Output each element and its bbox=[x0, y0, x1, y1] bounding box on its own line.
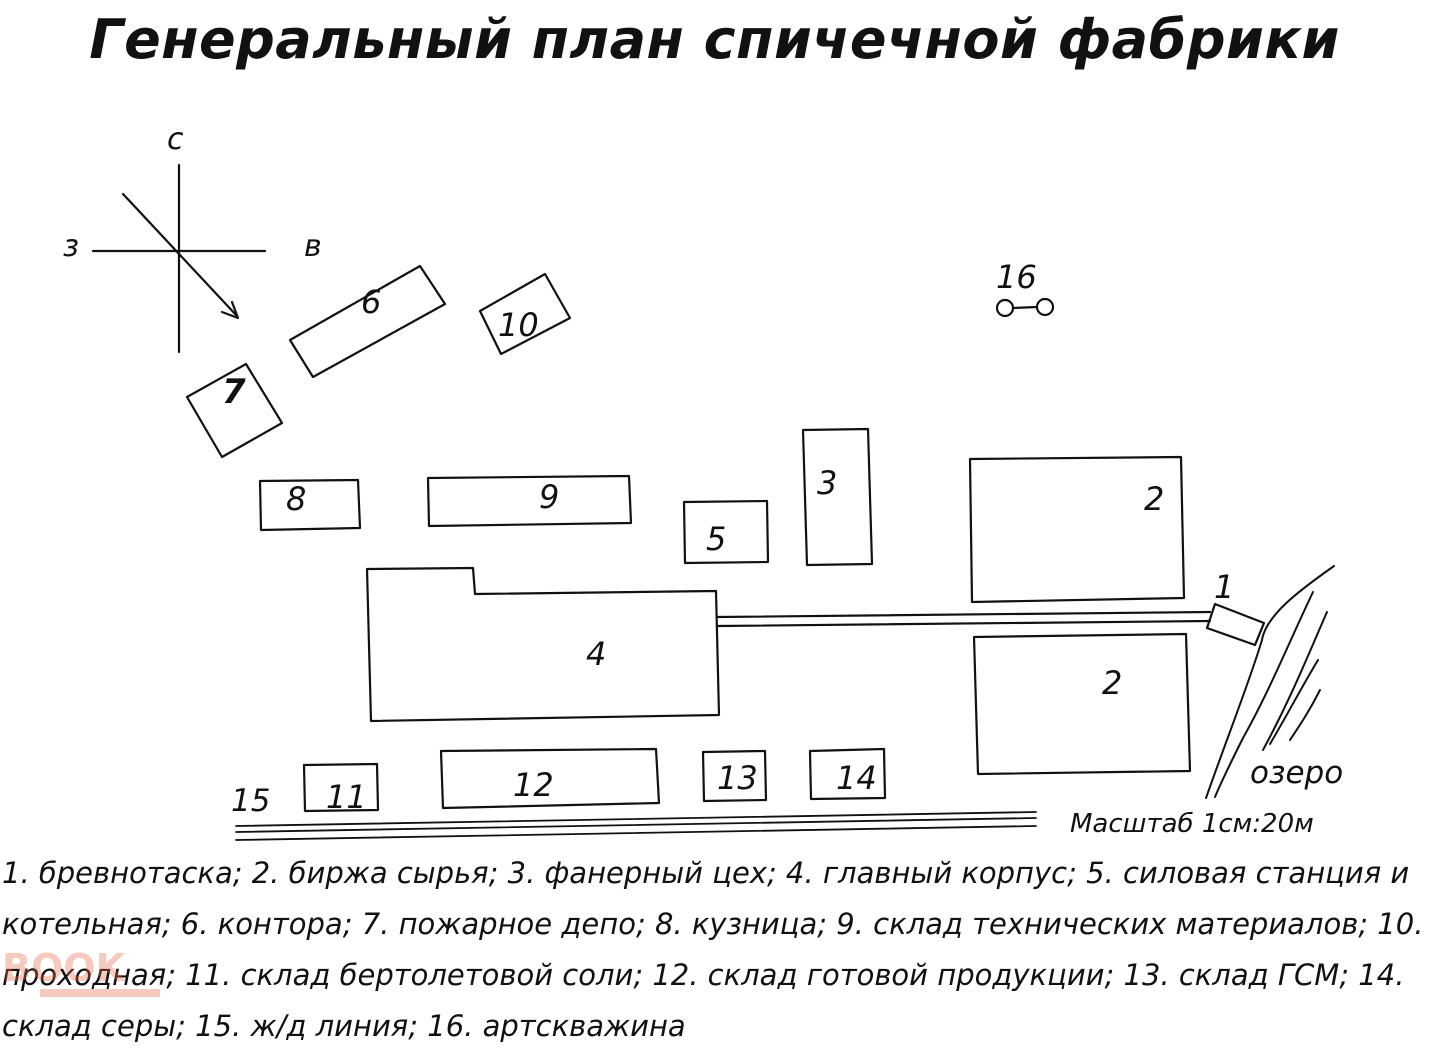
building-7-fire-depot: 7 bbox=[185, 362, 284, 459]
building-2-raw-yard-lower: 2 bbox=[972, 632, 1192, 776]
svg-text:7: 7 bbox=[222, 372, 246, 412]
svg-text:13: 13 bbox=[717, 759, 758, 797]
log-conveyor-line bbox=[716, 610, 1212, 628]
lake-label: озеро bbox=[1250, 755, 1343, 791]
railway-line-15: 15 bbox=[231, 783, 1037, 841]
svg-text:14: 14 bbox=[836, 759, 877, 797]
building-10-checkpoint: 10 bbox=[478, 272, 572, 356]
building-11-salt-warehouse: 11 bbox=[302, 762, 380, 816]
svg-text:15: 15 bbox=[231, 783, 270, 819]
compass-east-label: в bbox=[304, 229, 322, 264]
building-13-fuel-storage: 13 bbox=[701, 749, 768, 803]
compass-arrow-icon bbox=[220, 300, 240, 320]
building-4-main: 4 bbox=[365, 566, 721, 723]
svg-text:9: 9 bbox=[539, 478, 559, 516]
svg-text:5: 5 bbox=[706, 520, 726, 558]
svg-text:3: 3 bbox=[817, 464, 837, 502]
building-12-finished-goods: 12 bbox=[439, 747, 661, 810]
building-5-power-station: 5 bbox=[682, 499, 770, 565]
building-2-raw-yard-upper: 2 bbox=[968, 455, 1186, 604]
svg-text:1: 1 bbox=[1214, 568, 1234, 606]
building-3-plywood-shop: 3 bbox=[801, 427, 874, 567]
building-9-tech-warehouse: 9 bbox=[426, 474, 633, 528]
building-14-sulfur-warehouse: 14 bbox=[808, 747, 887, 801]
svg-text:2: 2 bbox=[1144, 480, 1164, 518]
svg-text:10: 10 bbox=[498, 306, 539, 344]
svg-text:11: 11 bbox=[326, 778, 367, 816]
svg-text:16: 16 bbox=[996, 258, 1037, 296]
svg-text:4: 4 bbox=[586, 635, 606, 673]
svg-text:6: 6 bbox=[361, 283, 381, 321]
svg-text:8: 8 bbox=[286, 480, 306, 518]
building-8-forge: 8 bbox=[258, 478, 362, 532]
svg-text:2: 2 bbox=[1102, 664, 1122, 702]
compass-west-label: з bbox=[63, 229, 79, 264]
watermark-logo: BOOK bbox=[2, 946, 160, 997]
lake-shoreline: озеро bbox=[1205, 565, 1343, 799]
svg-text:12: 12 bbox=[513, 766, 554, 804]
compass: с з в bbox=[63, 122, 322, 354]
building-1-log-hauler: 1 bbox=[1205, 568, 1266, 647]
scale-label: Масштаб 1см:20м bbox=[1070, 809, 1314, 839]
page-title: Генеральный план спичечной фабрики bbox=[89, 8, 1340, 71]
svg-text:BOOK: BOOK bbox=[2, 946, 127, 990]
building-6-office: 6 bbox=[288, 264, 447, 379]
legend-text: 1. бревнотаска; 2. биржа сырья; 3. фанер… bbox=[2, 856, 1424, 1043]
building-16-artesian-well: 16 bbox=[995, 258, 1055, 318]
compass-north-label: с bbox=[167, 122, 184, 157]
